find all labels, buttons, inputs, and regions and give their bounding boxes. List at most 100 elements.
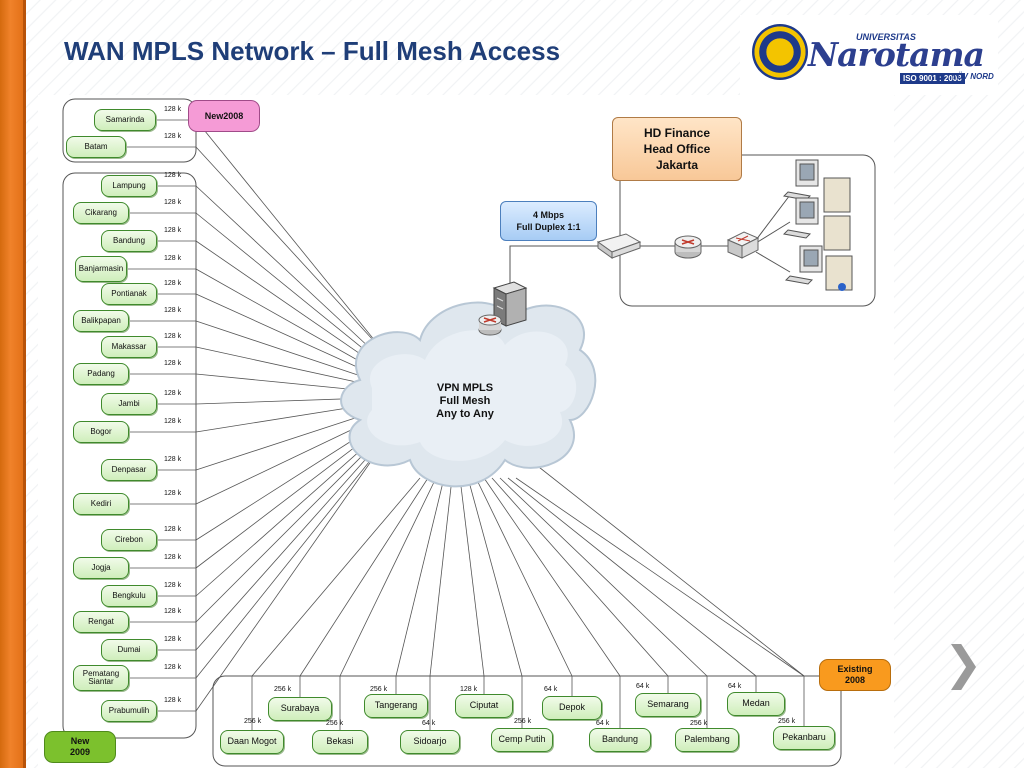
group-left-node: Lampung [101, 175, 157, 197]
head-office-line2: Head Office [643, 142, 711, 156]
bandwidth-value: 128 k [164, 333, 182, 340]
computer-icon-1 [782, 159, 851, 213]
tag-existing-line1: Existing [837, 664, 873, 675]
bandwidth-value: 256 k [690, 720, 708, 727]
bandwidth-value: 128 k [460, 686, 478, 693]
bandwidth-value: 128 k [164, 280, 182, 287]
mesh-link [195, 459, 373, 712]
mesh-link [195, 433, 373, 569]
tag-new-2009-line1: New [70, 736, 90, 747]
cloud-line3: Any to Any [436, 408, 494, 420]
mesh-link [195, 373, 373, 392]
mesh-link [195, 119, 385, 353]
cloud-line2: Full Mesh [439, 395, 491, 407]
cloud-label: VPN MPLS Full Mesh Any to Any [410, 382, 520, 421]
bandwidth-value: 128 k [164, 664, 182, 671]
mesh-link [195, 240, 373, 363]
head-office-label: HD Finance Head Office Jakarta [612, 117, 742, 181]
group-left-node: Padang [73, 363, 129, 385]
bandwidth-value: 128 k [164, 636, 182, 643]
bandwidth-value: 128 k [164, 554, 182, 561]
group-bottom-node: Ciputat [455, 694, 513, 718]
bandwidth-value: 64 k [544, 686, 558, 693]
head-office-line1: HD Finance [643, 126, 710, 140]
head-office-line3: Jakarta [655, 158, 699, 172]
modem-icon [596, 233, 642, 259]
group-bottom-node: Cemp Putih [491, 728, 553, 752]
mesh-link [195, 427, 373, 541]
bandwidth-value: 128 k [164, 418, 182, 425]
tag-new-2009-line2: 2009 [69, 747, 91, 757]
group-bottom-node: Palembang [675, 728, 739, 752]
bandwidth-value: 128 k [164, 608, 182, 615]
bandwidth-value: 128 k [164, 390, 182, 397]
mesh-link [507, 477, 757, 677]
group-left-node: Makassar [101, 336, 157, 358]
group-top-node: Samarinda [94, 109, 156, 131]
mesh-link [195, 293, 373, 375]
tag-new-2008-line1: New [204, 110, 224, 121]
mesh-link [467, 477, 523, 677]
bandwidth-value: 128 k [164, 490, 182, 497]
group-bottom-node: Medan [727, 692, 785, 716]
bandwidth-line2: Full Duplex 1:1 [516, 222, 581, 232]
edge-router-icon [478, 314, 502, 336]
group-bottom-node: Bandung [589, 728, 651, 752]
university-logo: UNIVERSITAS Narotama ISO 9001 : 2008 TÜV… [740, 15, 998, 95]
mesh-link [529, 459, 805, 677]
router-icon [674, 235, 702, 259]
logo-iso: ISO 9001 : 2008 [900, 73, 965, 84]
bandwidth-value: 256 k [274, 686, 292, 693]
group-top-node: Batam [66, 136, 126, 158]
group-bottom-box [212, 675, 842, 767]
group-left-node: Bandung [101, 230, 157, 252]
tag-existing-2008: Existing 2008 [819, 659, 891, 691]
group-left-node: Pontianak [101, 283, 157, 305]
accent-bar [0, 0, 26, 768]
mesh-link [395, 477, 445, 677]
group-bottom-node: Sidoarjo [400, 730, 460, 754]
slide-title: WAN MPLS Network – Full Mesh Access [64, 36, 561, 66]
next-slide-icon[interactable]: ❯ [944, 636, 983, 690]
group-bottom-node: Surabaya [268, 697, 332, 721]
pc-link-1 [755, 194, 791, 241]
group-left-node: Cikarang [73, 202, 129, 224]
logo-cert: TÜV NORD [952, 72, 994, 81]
mesh-link [195, 185, 373, 351]
bandwidth-value: 128 k [164, 199, 182, 206]
logo-small-text: UNIVERSITAS [856, 32, 916, 42]
mesh-link [483, 477, 621, 677]
bandwidth-label: 4 Mbps Full Duplex 1:1 [500, 201, 597, 241]
logo-name: Narotama [808, 35, 985, 74]
mesh-link [195, 146, 385, 353]
bandwidth-value: 256 k [514, 718, 532, 725]
group-bottom-node: Daan Mogot [220, 730, 284, 754]
mesh-link [195, 320, 373, 381]
group-left-node: Bogor [73, 421, 129, 443]
group-left-node: Bengkulu [101, 585, 157, 607]
mesh-link [195, 439, 373, 597]
bandwidth-value: 256 k [326, 720, 344, 727]
group-bottom-node: Semarang [635, 693, 701, 717]
bandwidth-value: 64 k [636, 683, 650, 690]
bandwidth-value: 64 k [596, 720, 610, 727]
bandwidth-value: 128 k [164, 133, 182, 140]
bandwidth-value: 128 k [164, 582, 182, 589]
mesh-link [195, 451, 373, 651]
tag-new-2009: New 2009 [44, 731, 116, 763]
group-bottom-node: Pekanbaru [773, 726, 835, 750]
bandwidth-value: 128 k [164, 526, 182, 533]
group-left-node: Balikpapan [73, 310, 129, 332]
mesh-link [195, 412, 373, 471]
group-left-node: Cirebon [101, 529, 157, 551]
mesh-link [299, 477, 429, 677]
mesh-links [125, 119, 805, 731]
bandwidth-value: 128 k [164, 255, 182, 262]
bandwidth-value: 128 k [164, 106, 182, 113]
university-seal-icon [752, 24, 808, 80]
group-left-node: Prabumulih [101, 700, 157, 722]
group-bottom-node: Depok [542, 696, 602, 720]
group-left-node: Rengat [73, 611, 129, 633]
mesh-link [491, 477, 669, 677]
